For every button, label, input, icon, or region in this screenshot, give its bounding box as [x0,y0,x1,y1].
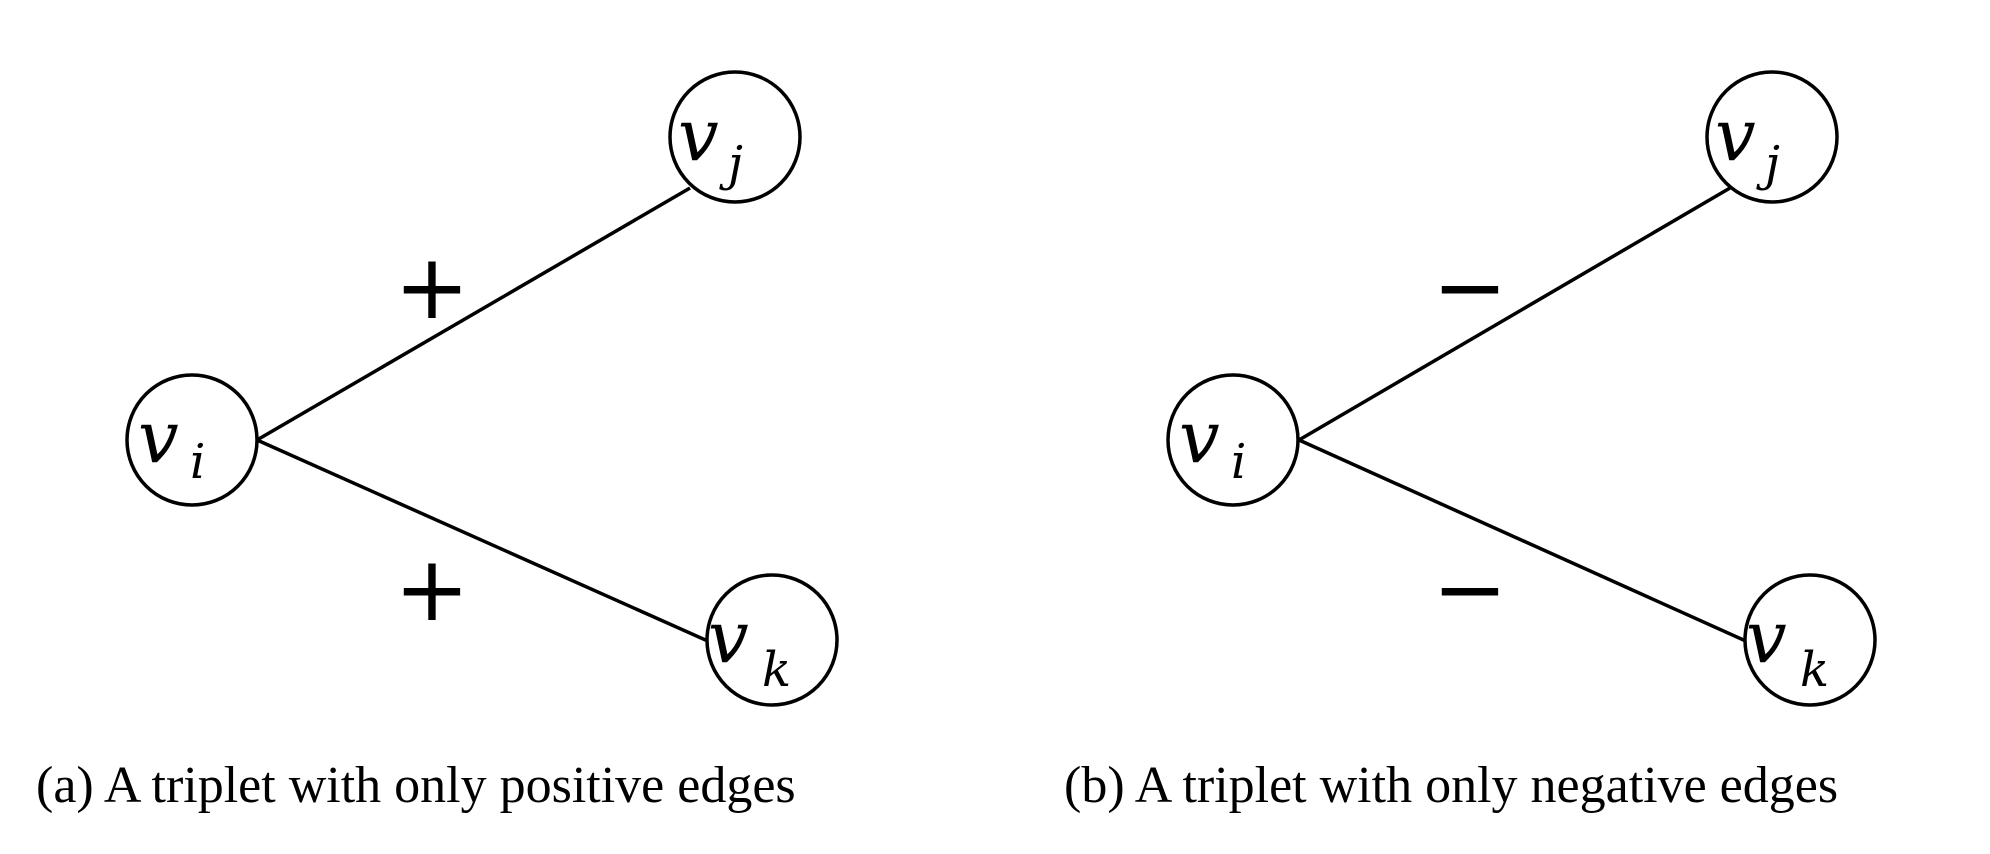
panel-b-node-k-circle [1743,573,1877,707]
panel-b-node-i-label: v [1179,395,1220,479]
panel-b-edge-ik [1298,438,1749,644]
panel-a-edge-ij [256,186,691,442]
panel-b-edge-ij-sign: − [1432,235,1507,340]
panel-b-node-k: v k [1743,573,1877,707]
panel-a-node-i-subscript: i [190,434,205,490]
panel-a-node-k-circle [705,573,839,707]
panel-a-node-k-subscript: k [762,642,791,698]
panel-b-edge-ij [1298,186,1731,442]
panel-a-caption: (a) A triplet with only positive edges [36,757,796,814]
panel-a-node-k-label: v [708,595,749,679]
panel-b-node-j: v j [1705,70,1839,204]
panel-b-edge-ik-sign: − [1432,537,1507,642]
panel-a-node-k: v k [705,573,839,707]
panel-a-node-i-circle [125,373,259,507]
panel-b-node-i-circle [1166,373,1300,507]
panel-b-caption: (b) A triplet with only negative edges [1064,757,1838,814]
panel-b-node-j-label: v [1715,93,1756,177]
panel-a-node-i: v i [125,373,259,507]
panel-a-node-j-circle [668,70,802,204]
panel-a-edge-ij-sign: + [394,235,469,340]
panel-b-node-k-label: v [1746,595,1787,679]
panel-a: v i v j v k + + (a) A triplet with only … [36,70,839,814]
panel-a-edge-ik-sign: + [394,537,469,642]
panel-b-node-i-subscript: i [1231,434,1246,490]
panel-a-node-j-label: v [678,93,719,177]
panel-b: v i v j v k − − (b) A triplet with only … [1064,70,1877,814]
panel-a-node-j: v j [668,70,802,204]
panel-a-edge-ik [256,438,711,644]
panel-b-node-j-circle [1705,70,1839,204]
panel-b-node-i: v i [1166,373,1300,507]
panel-b-node-k-subscript: k [1800,642,1829,698]
panel-a-node-i-label: v [138,395,179,479]
